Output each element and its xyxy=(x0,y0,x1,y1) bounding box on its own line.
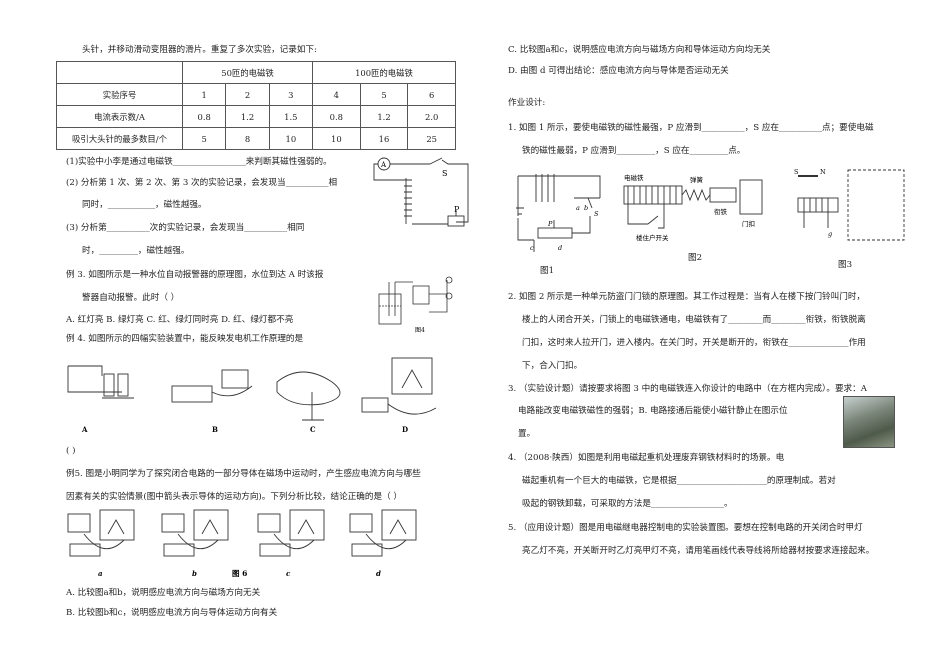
fig6-label-b: b xyxy=(192,569,197,578)
fig6-label-d: d xyxy=(376,569,381,578)
question-2-line1: (2) 分析第 1 次、第 2 次、第 3 次的实验记录，会发现当_______… xyxy=(66,178,338,188)
fig4-label-d: D xyxy=(402,425,408,434)
figure-3-electromagnet: S N g xyxy=(794,168,905,241)
induction-setup-figure: a b c d 图 6 xyxy=(67,509,417,578)
fig4-label-c: C xyxy=(310,425,316,434)
homework-1-line2: 铁的磁性最弱，P 应滑到_________，S 应在_________点。 xyxy=(522,146,746,156)
figure-1-circuit: a b S c d P xyxy=(516,174,601,252)
fig2-label-door: 门扣 xyxy=(742,219,755,228)
question-1: (1)实验中小李是通过电磁铁_________________来判断其磁性强弱的… xyxy=(66,157,332,167)
fig4-caption-small: 图4 xyxy=(415,327,425,334)
question-3-line1: (3) 分析第__________次的实验记录，会发现当__________相同 xyxy=(66,223,305,233)
homework-2-line1: 2. 如图 2 所示是一种单元防盗门门锁的原理图。其工作过程是：当有人在楼下按门… xyxy=(508,292,866,302)
header-100-turns: 100匝的电磁铁 xyxy=(312,61,456,84)
table-row: 电流表示数/A 0.8 1.2 1.5 0.8 1.2 2.0 xyxy=(56,105,456,128)
svg-text:P: P xyxy=(547,220,553,228)
example-5-line2: 因素有关的实验情景(图中箭头表示导体的运动方向)。下列分析比较，结论正确的是（ … xyxy=(66,492,403,502)
example-4-answer: ( ) xyxy=(66,446,76,456)
intro-text: 头针，并移动滑动变阻器的滑片。重复了多次实验，记录如下: xyxy=(82,45,317,55)
fig6-label-c: c xyxy=(286,569,291,578)
fig3-label-s: S xyxy=(794,168,798,176)
option-a: A. 比较图a和b，说明感应电流方向与磁场方向无关 xyxy=(66,588,261,598)
figure-3-caption: 图3 xyxy=(838,260,853,270)
svg-text:S: S xyxy=(594,210,599,218)
fig4-label-a: A xyxy=(81,425,88,434)
example-3-line2: 警器自动报警。此时（ ） xyxy=(82,293,180,303)
figure-2-door-lock: 电磁铁 弹簧 衔铁 门扣 楼住户开关 xyxy=(623,173,763,242)
svg-text:d: d xyxy=(558,244,562,252)
homework-3-line3: 置。 xyxy=(518,429,536,439)
svg-text:b: b xyxy=(584,204,588,212)
pointer-label: P xyxy=(454,205,460,214)
homework-4-line2: 磁起重机有一个巨大的电磁铁，它是根据_____________________的… xyxy=(522,476,836,486)
option-c: C. 比较图a和c，说明感应电流方向与磁场方向和导体运动方向均无关 xyxy=(508,45,771,55)
homework-3-line1: 3. （实验设计题）请按要求将图 3 中的电磁铁连入你设计的电路中（在方框内完成… xyxy=(508,384,867,394)
homework-2-line3: 门扣，这时来人拉开门，进入楼内。在关门时，开关是断开的，衔铁在_________… xyxy=(522,338,866,348)
figure-1-caption: 图1 xyxy=(540,266,555,276)
table-row: 吸引大头针的最多数目/个 5 8 10 10 16 25 xyxy=(56,127,456,150)
table-row: 实验序号 1 2 3 4 5 6 xyxy=(56,83,456,106)
figure-2-caption: 图2 xyxy=(688,253,703,263)
fig6-label-a: a xyxy=(98,569,103,578)
homework-5-line1: 5. （应用设计题）图是用电磁继电器控制电的实验装置图。要想在控制电路的开关闭合… xyxy=(508,523,863,533)
option-b: B. 比较图b和c，说明感应电流方向与导体运动方向有关 xyxy=(66,608,278,618)
example-3-line1: 例 3. 如图所示是一种水位自动报警器的原理图，水位到达 A 时该报 xyxy=(66,270,324,280)
fig6-caption: 图 6 xyxy=(232,569,247,578)
question-2-line2: 同时，___________，磁性越强。 xyxy=(82,200,207,210)
example-4: 例 4. 如图所示的四幅实验装置中，能反映发电机工作原理的是 xyxy=(66,334,304,344)
example-3-options: A. 红灯亮 B. 绿灯亮 C. 红、绿灯同时亮 D. 红、绿灯都不亮 xyxy=(66,315,294,325)
svg-text:a: a xyxy=(576,204,580,212)
homework-2-line2: 楼上的人闭合开关，门锁上的电磁铁通电，电磁铁有了________而_______… xyxy=(522,315,866,325)
electromagnet-circuit-figure: A S P xyxy=(373,157,469,227)
fig3-label-g: g xyxy=(828,230,832,238)
homework-3-line2: 电路能改变电磁铁磁性的强弱；B. 电路接通后能使小磁针静止在图示位 xyxy=(518,406,788,416)
homework-4-line3: 吸起的钢铁卸载，可采取的方法是_________________。 xyxy=(522,499,733,509)
homework-5-line2: 亮乙灯不亮，开关断开时乙灯亮甲灯不亮，请用笔画线代表导线将所给器材按要求连接起来… xyxy=(522,546,875,556)
svg-text:c: c xyxy=(530,244,534,252)
fig2-label-switch: 楼住户开关 xyxy=(636,233,669,242)
generator-apparatus-figure: A B C D xyxy=(67,357,437,434)
fig2-label-spring: 弹簧 xyxy=(690,175,704,184)
fig4-label-b: B xyxy=(212,425,218,434)
ammeter-label: A xyxy=(380,161,387,169)
question-3-line2: 时，_________，磁性越强。 xyxy=(82,246,190,256)
option-d: D. 由图 d 可得出结论：感应电流方向与导体是否运动无关 xyxy=(508,66,729,76)
fig3-label-n: N xyxy=(820,168,826,176)
fig2-label-magnet: 电磁铁 xyxy=(624,173,644,182)
experiment-table: 50匝的电磁铁 100匝的电磁铁 实验序号 1 2 3 4 5 6 电流表示数/… xyxy=(56,61,456,150)
homework-2-line4: 下，合入门扣。 xyxy=(522,361,583,371)
homework-heading: 作业设计: xyxy=(508,98,546,108)
water-alarm-figure: 图4 xyxy=(378,276,453,334)
fig2-label-armature: 衔铁 xyxy=(714,207,728,216)
header-50-turns: 50匝的电磁铁 xyxy=(181,61,314,84)
crane-photo xyxy=(843,396,895,448)
homework-1-line1: 1. 如图 1 所示，要使电磁铁的磁性最强，P 应滑到__________，S … xyxy=(508,123,874,133)
example-5-line1: 例5. 图是小明同学为了探究闭合电路的一部分导体在磁场中运动时，产生感应电流方向… xyxy=(66,469,421,479)
homework-4-line1: 4. （2008·陕西）如图是利用电磁起重机处理废弃钢铁材料时的场景。电 xyxy=(508,453,785,463)
switch-label: S xyxy=(442,169,447,178)
